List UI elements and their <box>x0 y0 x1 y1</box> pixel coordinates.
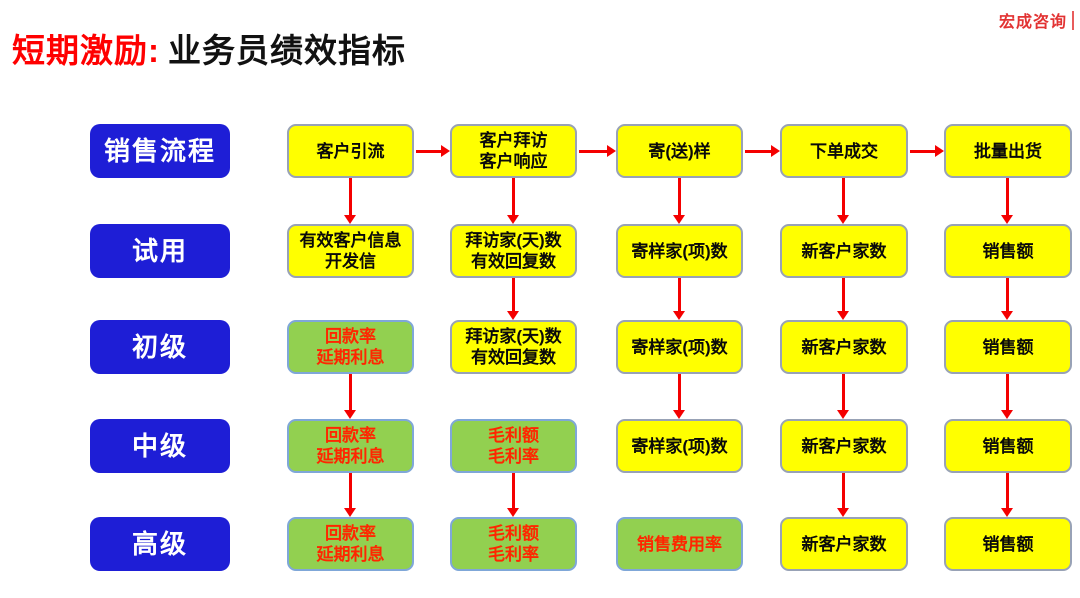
arrow-down-icon <box>673 178 685 224</box>
page-title: 短期激励:业务员绩效指标 <box>12 24 406 72</box>
brand-logo-text: 宏成咨询 <box>998 14 1067 31</box>
box-r2-c2: 拜访家(天)数 有效回复数 <box>450 224 577 278</box>
arrow-down-icon <box>507 178 519 224</box>
brand-logo: 宏成咨询 <box>999 8 1074 32</box>
page-title-prefix: 短期激励: <box>12 32 160 69</box>
box-r1-c5: 批量出货 <box>944 124 1072 178</box>
box-r2-c1: 有效客户信息 开发信 <box>287 224 414 278</box>
box-r3-c5: 销售额 <box>944 320 1072 374</box>
box-r5-c2: 毛利额 毛利率 <box>450 517 577 571</box>
row-label-junior: 初级 <box>90 320 230 374</box>
arrow-down-icon <box>837 473 849 517</box>
box-r5-c3: 销售费用率 <box>616 517 743 571</box>
box-r2-c4: 新客户家数 <box>780 224 908 278</box>
box-r4-c5: 销售额 <box>944 419 1072 473</box>
arrow-down-icon <box>673 278 685 320</box>
arrow-down-icon <box>1001 178 1013 224</box>
box-r1-c4: 下单成交 <box>780 124 908 178</box>
brand-logo-bar <box>1072 10 1074 30</box>
box-r3-c2: 拜访家(天)数 有效回复数 <box>450 320 577 374</box>
arrow-down-icon <box>837 178 849 224</box>
arrow-right-icon <box>579 145 616 157</box>
arrow-down-icon <box>344 178 356 224</box>
box-r1-c2: 客户拜访 客户响应 <box>450 124 577 178</box>
row-label-trial: 试用 <box>90 224 230 278</box>
arrow-down-icon <box>837 374 849 419</box>
arrow-down-icon <box>344 374 356 419</box>
arrow-right-icon <box>416 145 450 157</box>
arrow-down-icon <box>837 278 849 320</box>
arrow-down-icon <box>1001 374 1013 419</box>
box-r1-c1: 客户引流 <box>287 124 414 178</box>
box-r3-c4: 新客户家数 <box>780 320 908 374</box>
row-label-sales-process: 销售流程 <box>90 124 230 178</box>
box-r5-c4: 新客户家数 <box>780 517 908 571</box>
box-r4-c2: 毛利额 毛利率 <box>450 419 577 473</box>
row-label-senior: 高级 <box>90 517 230 571</box>
box-r4-c1: 回款率 延期利息 <box>287 419 414 473</box>
box-r5-c5: 销售额 <box>944 517 1072 571</box>
box-r4-c4: 新客户家数 <box>780 419 908 473</box>
box-r5-c1: 回款率 延期利息 <box>287 517 414 571</box>
box-r3-c1: 回款率 延期利息 <box>287 320 414 374</box>
arrow-down-icon <box>507 278 519 320</box>
arrow-down-icon <box>507 473 519 517</box>
row-label-intermediate: 中级 <box>90 419 230 473</box>
arrow-right-icon <box>910 145 944 157</box>
box-r3-c3: 寄样家(项)数 <box>616 320 743 374</box>
arrow-right-icon <box>745 145 780 157</box>
arrow-down-icon <box>1001 278 1013 320</box>
arrow-down-icon <box>673 374 685 419</box>
box-r2-c3: 寄样家(项)数 <box>616 224 743 278</box>
page-title-main: 业务员绩效指标 <box>168 32 406 69</box>
box-r2-c5: 销售额 <box>944 224 1072 278</box>
arrow-down-icon <box>344 473 356 517</box>
box-r4-c3: 寄样家(项)数 <box>616 419 743 473</box>
arrow-down-icon <box>1001 473 1013 517</box>
box-r1-c3: 寄(送)样 <box>616 124 743 178</box>
